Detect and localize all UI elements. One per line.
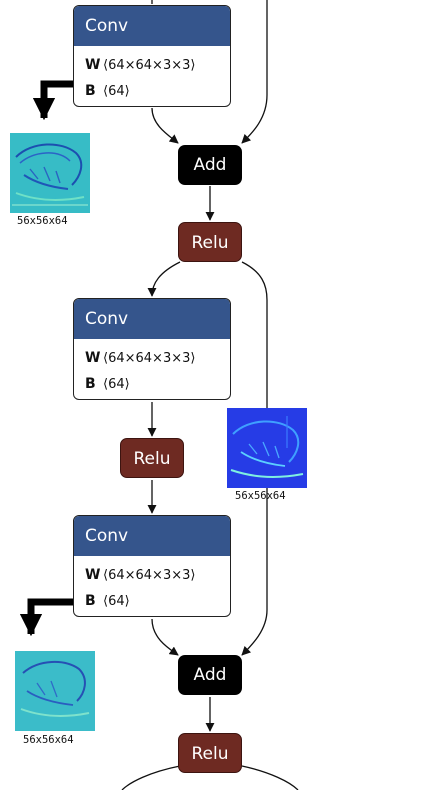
conv-weight-attr: W⟨64×64×3×3⟩ [74, 562, 230, 588]
relu-node-3[interactable]: Relu [178, 733, 242, 773]
edge-conv1-add1 [151, 107, 179, 144]
bias-label: B [85, 83, 96, 99]
add-node-2[interactable]: Add [178, 655, 242, 695]
edge-conv3-add2 [151, 618, 179, 656]
bias-label: B [85, 593, 96, 609]
feature-map-label-2: 56x56x64 [235, 490, 286, 502]
conv-node-title: Conv [74, 6, 230, 46]
bias-shape: ⟨64⟩ [103, 84, 130, 99]
feature-map-label-3: 56x56x64 [23, 734, 74, 746]
weight-shape: ⟨64×64×3×3⟩ [103, 58, 196, 73]
conv-weight-attr: W⟨64×64×3×3⟩ [74, 52, 230, 78]
conv-weight-attr: W⟨64×64×3×3⟩ [74, 345, 230, 371]
feature-pointer-2 [19, 598, 73, 637]
relu-node-2[interactable]: Relu [120, 438, 184, 478]
conv-node-2[interactable]: Conv W⟨64×64×3×3⟩ B ⟨64⟩ [73, 298, 231, 400]
feature-map-image-1 [10, 133, 90, 213]
edge-relu3-out-right [241, 765, 299, 790]
weight-label: W [85, 567, 101, 583]
weight-shape: ⟨64×64×3×3⟩ [103, 568, 196, 583]
conv-node-3[interactable]: Conv W⟨64×64×3×3⟩ B ⟨64⟩ [73, 515, 231, 617]
edge-skip-1 [241, 0, 268, 144]
conv-node-1[interactable]: Conv W⟨64×64×3×3⟩ B ⟨64⟩ [73, 5, 231, 107]
conv-bias-attr: B ⟨64⟩ [74, 371, 230, 397]
feature-pointer-1 [32, 80, 73, 121]
conv-node-title: Conv [74, 516, 230, 556]
feature-map-image-3 [15, 651, 95, 731]
add-node-1[interactable]: Add [178, 145, 242, 185]
bias-shape: ⟨64⟩ [103, 594, 130, 609]
bias-shape: ⟨64⟩ [103, 377, 130, 392]
conv-bias-attr: B ⟨64⟩ [74, 588, 230, 614]
weight-shape: ⟨64×64×3×3⟩ [103, 351, 196, 366]
edge-relu3-out-left [121, 765, 181, 790]
feature-map-image-2 [227, 408, 307, 488]
conv-node-title: Conv [74, 299, 230, 339]
edge-relu1-conv2 [147, 261, 181, 297]
feature-map-label-1: 56x56x64 [17, 215, 68, 227]
weight-label: W [85, 57, 101, 73]
conv-bias-attr: B ⟨64⟩ [74, 78, 230, 104]
bias-label: B [85, 376, 96, 392]
weight-label: W [85, 350, 101, 366]
relu-node-1[interactable]: Relu [178, 222, 242, 262]
